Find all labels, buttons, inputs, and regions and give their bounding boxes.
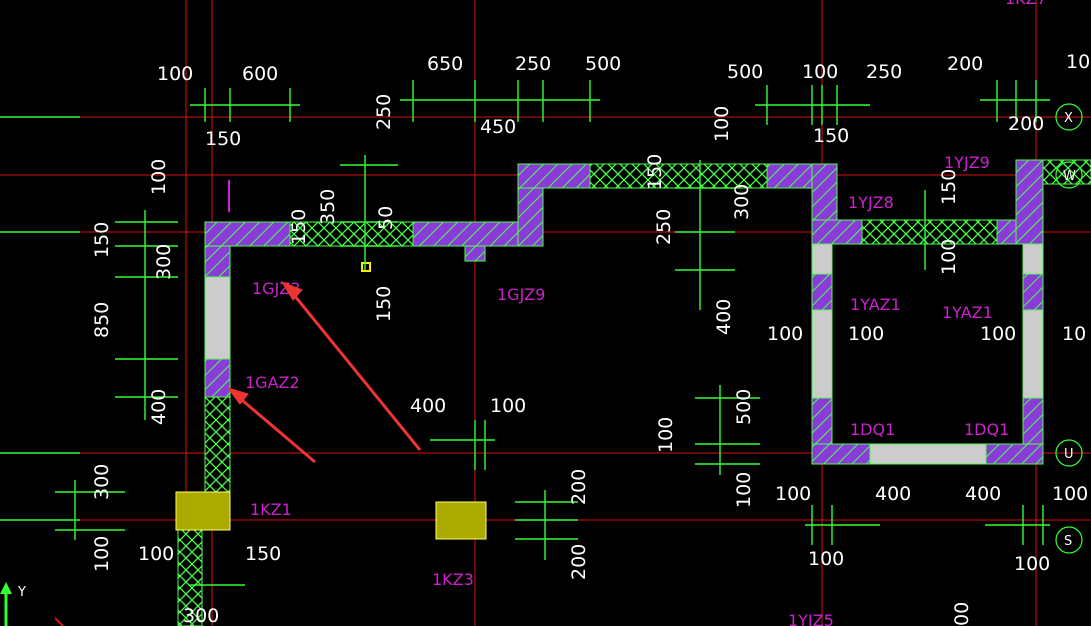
svg-text:200: 200 xyxy=(568,544,590,580)
svg-text:250: 250 xyxy=(373,94,395,130)
label-1yjz5: 1YJZ5 xyxy=(788,611,834,626)
label-1yjz8: 1YJZ8 xyxy=(848,193,894,212)
svg-text:150: 150 xyxy=(91,222,113,258)
svg-text:150: 150 xyxy=(205,128,241,150)
label-1kz1: 1KZ1 xyxy=(250,500,292,519)
column-1kz1 xyxy=(175,491,231,531)
walls xyxy=(177,159,1091,626)
svg-text:400: 400 xyxy=(965,483,1001,505)
svg-text:650: 650 xyxy=(427,53,463,75)
axis-label: S xyxy=(1064,534,1072,549)
axis-bubble-x xyxy=(1055,103,1083,131)
axis-bubble-w xyxy=(1055,161,1083,189)
svg-text:100: 100 xyxy=(767,323,803,345)
axis-label: W xyxy=(1063,169,1076,184)
svg-text:100: 100 xyxy=(711,106,733,142)
ucs-y-label: Y xyxy=(17,585,26,600)
svg-text:150: 150 xyxy=(288,209,310,245)
svg-text:100: 100 xyxy=(1014,553,1050,575)
component-labels: 1GJZ3 1GJZ9 1GAZ2 1KZ1 1KZ3 1YJZ9 1YJZ8 … xyxy=(245,0,1047,626)
axis-bubble-labels: X W U S xyxy=(1063,111,1076,549)
svg-text:100: 100 xyxy=(655,417,677,453)
svg-text:600: 600 xyxy=(242,63,278,85)
svg-text:200: 200 xyxy=(947,53,983,75)
label-1gjz9: 1GJZ9 xyxy=(497,285,545,304)
dimension-texts: 100 600 150 650 250 500 250 450 500 100 … xyxy=(91,51,1090,626)
label-1dq1-left: 1DQ1 xyxy=(850,420,895,439)
svg-text:100: 100 xyxy=(848,323,884,345)
label-1yaz1-right: 1YAZ1 xyxy=(942,303,993,322)
svg-text:400: 400 xyxy=(148,389,170,425)
svg-text:100: 100 xyxy=(938,239,960,275)
svg-text:100: 100 xyxy=(490,395,526,417)
svg-text:100: 100 xyxy=(91,536,113,572)
svg-text:300: 300 xyxy=(731,184,753,220)
svg-text:150: 150 xyxy=(373,286,395,322)
svg-text:10: 10 xyxy=(1062,323,1086,345)
column-1kz3 xyxy=(435,501,487,540)
annotation-arrow xyxy=(226,280,422,464)
svg-text:450: 450 xyxy=(480,116,516,138)
svg-text:100: 100 xyxy=(157,63,193,85)
svg-text:150: 150 xyxy=(644,154,666,190)
columns xyxy=(175,262,487,540)
svg-text:100: 100 xyxy=(148,159,170,195)
svg-text:100: 100 xyxy=(775,483,811,505)
label-1dq1-right: 1DQ1 xyxy=(964,420,1009,439)
svg-text:250: 250 xyxy=(866,61,902,83)
svg-text:10: 10 xyxy=(1066,51,1090,73)
svg-text:00: 00 xyxy=(951,602,973,626)
svg-text:100: 100 xyxy=(808,548,844,570)
svg-text:300: 300 xyxy=(91,464,113,500)
svg-text:300: 300 xyxy=(153,244,175,280)
svg-text:400: 400 xyxy=(875,483,911,505)
axis-bubble-u xyxy=(1055,439,1083,467)
axis-label: X xyxy=(1064,111,1073,126)
svg-text:200: 200 xyxy=(1008,113,1044,135)
axis-bubbles xyxy=(1055,103,1083,554)
svg-text:200: 200 xyxy=(568,469,590,505)
svg-text:350: 350 xyxy=(317,189,339,225)
svg-text:150: 150 xyxy=(813,125,849,147)
axis-label: U xyxy=(1064,447,1074,462)
svg-text:850: 850 xyxy=(91,302,113,338)
svg-text:500: 500 xyxy=(727,61,763,83)
svg-text:400: 400 xyxy=(713,299,735,335)
svg-text:100: 100 xyxy=(138,543,174,565)
dimension-lines xyxy=(0,80,1050,586)
svg-text:150: 150 xyxy=(245,543,281,565)
label-1kz3: 1KZ3 xyxy=(432,570,474,589)
axis-bubble-s xyxy=(1055,526,1083,554)
svg-text:100: 100 xyxy=(733,472,755,508)
svg-text:500: 500 xyxy=(733,389,755,425)
svg-text:150: 150 xyxy=(938,169,960,205)
svg-text:250: 250 xyxy=(653,209,675,245)
svg-text:250: 250 xyxy=(515,53,551,75)
label-1kz7: 1KZ7 xyxy=(1005,0,1047,8)
svg-text:500: 500 xyxy=(585,53,621,75)
selection-marker xyxy=(361,262,371,272)
svg-text:100: 100 xyxy=(980,323,1016,345)
svg-text:400: 400 xyxy=(410,395,446,417)
svg-text:50: 50 xyxy=(375,206,397,230)
label-1yaz1-left: 1YAZ1 xyxy=(850,295,901,314)
label-1yjz9: 1YJZ9 xyxy=(944,153,990,172)
label-1gaz2: 1GAZ2 xyxy=(245,373,300,392)
ucs-axis-icon: Y xyxy=(0,582,64,626)
svg-text:300: 300 xyxy=(183,605,219,626)
svg-text:100: 100 xyxy=(802,61,838,83)
svg-text:100: 100 xyxy=(1052,483,1088,505)
